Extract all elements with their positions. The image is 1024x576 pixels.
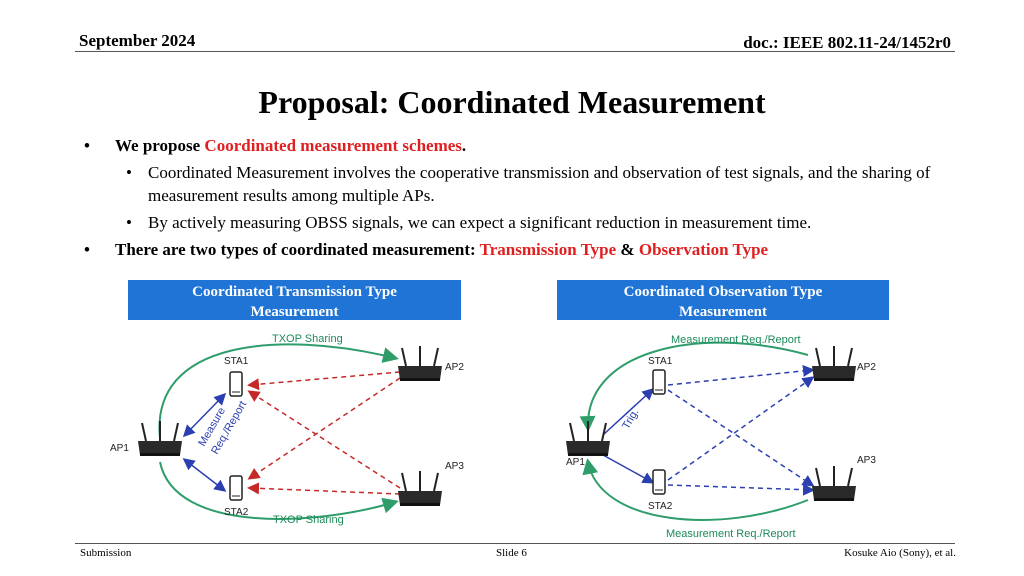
observation-type-subtitle: Measurement bbox=[678, 304, 768, 320]
observation-type-diagram: STA1 STA2 AP1 AP2 AP3 Measurement Req./R… bbox=[565, 334, 876, 540]
sta1-to-ap3-dashed bbox=[667, 389, 815, 487]
trig-label: Trig. bbox=[620, 407, 641, 432]
measure-arrow-sta2 bbox=[182, 458, 227, 492]
bullet-1-text: We propose bbox=[115, 136, 205, 155]
bullet-2-text: There are two types of coordinated measu… bbox=[115, 240, 480, 259]
observation-type-box: Coordinated Observation Type Measurement bbox=[557, 280, 889, 320]
txop-sharing-top-arrow bbox=[158, 343, 399, 439]
bullet-1-highlight: Coordinated measurement schemes bbox=[204, 136, 462, 155]
transmission-type-box: Coordinated Transmission Type Measuremen… bbox=[128, 280, 461, 320]
footer-submission: Submission bbox=[80, 547, 132, 559]
bullet-2: • There are two types of coordinated mea… bbox=[84, 238, 974, 261]
trig-arrow-sta2 bbox=[602, 454, 655, 484]
slide-title: Proposal: Coordinated Measurement bbox=[258, 84, 766, 120]
sub-bullet-2-text: By actively measuring OBSS signals, we c… bbox=[148, 213, 812, 232]
sta2-to-ap2-dashed bbox=[667, 376, 815, 481]
ap3-router-icon bbox=[397, 470, 443, 507]
right-sta2-label: STA2 bbox=[648, 501, 673, 512]
ap2-router-icon bbox=[397, 345, 443, 382]
sub-bullet-2: • By actively measuring OBSS signals, we… bbox=[84, 211, 974, 234]
bullet-2-highlight-1: Transmission Type bbox=[479, 240, 617, 259]
meas-req-bottom-arrow bbox=[582, 458, 809, 521]
right-ap3-label: AP3 bbox=[857, 455, 876, 466]
measure-arrow-sta1 bbox=[182, 392, 227, 438]
header-doc-id: doc.: IEEE 802.11-24/1452r0 bbox=[743, 33, 951, 52]
sub-bullet-1: • Coordinated Measurement involves the c… bbox=[84, 161, 974, 207]
ap2-to-sta2-dashed bbox=[247, 377, 401, 480]
bullet-list: • We propose Coordinated measurement sch… bbox=[84, 134, 974, 265]
txop-sharing-bottom-arrow bbox=[159, 461, 399, 520]
transmission-type-diagram: STA1 STA2 AP1 AP2 AP3 TXOP Sharing TXOP … bbox=[110, 333, 464, 526]
header-divider bbox=[75, 51, 955, 52]
right-sta1-label: STA1 bbox=[648, 356, 673, 367]
bullet-1: • We propose Coordinated measurement sch… bbox=[84, 134, 974, 157]
bullet-1-end: . bbox=[461, 136, 467, 155]
ap3-to-sta2-dashed bbox=[247, 482, 401, 495]
left-ap2-label: AP2 bbox=[445, 362, 464, 373]
footer-slide-number: Slide 6 bbox=[496, 547, 527, 559]
ap1-router-icon bbox=[137, 420, 183, 457]
bullet-2-highlight-2: Observation Type bbox=[638, 240, 769, 259]
left-txop-bottom-label: TXOP Sharing bbox=[273, 514, 344, 526]
sta2-phone-icon bbox=[652, 469, 666, 495]
transmission-type-subtitle: Measurement bbox=[250, 304, 339, 320]
trig-arrow-sta1 bbox=[602, 387, 655, 436]
left-ap3-label: AP3 bbox=[445, 461, 464, 472]
bullet-2-and: & bbox=[616, 240, 639, 259]
ap2-router-icon bbox=[811, 345, 857, 382]
transmission-type-title: Coordinated Transmission Type bbox=[192, 284, 397, 300]
right-ap1-label: AP1 bbox=[566, 457, 585, 468]
ap3-router-icon bbox=[811, 465, 857, 502]
ap3-to-sta1-dashed bbox=[247, 390, 401, 489]
meas-req-top-arrow bbox=[579, 341, 809, 432]
bullet-dot: • bbox=[84, 136, 90, 155]
bullet-dot: • bbox=[126, 163, 132, 182]
sub-bullet-1-text: Coordinated Measurement involves the coo… bbox=[148, 163, 931, 205]
ap1-router-icon bbox=[565, 420, 611, 457]
footer-divider bbox=[75, 543, 955, 544]
ap2-to-sta1-dashed bbox=[247, 371, 401, 391]
right-meas-bottom-label: Measurement Req./Report bbox=[666, 528, 796, 540]
observation-type-title: Coordinated Observation Type bbox=[623, 284, 823, 300]
sta2-phone-icon bbox=[229, 475, 243, 501]
sta1-phone-icon bbox=[229, 371, 243, 397]
right-ap2-label: AP2 bbox=[857, 362, 876, 373]
left-txop-top-label: TXOP Sharing bbox=[272, 333, 343, 345]
sta1-phone-icon bbox=[652, 369, 666, 395]
left-sta1-label: STA1 bbox=[224, 356, 249, 367]
bullet-dot: • bbox=[126, 213, 132, 232]
footer-author: Kosuke Aio (Sony), et al. bbox=[844, 547, 956, 559]
sta2-to-ap3-dashed bbox=[667, 483, 815, 496]
bullet-dot: • bbox=[84, 240, 90, 259]
left-ap1-label: AP1 bbox=[110, 443, 129, 454]
header-date: September 2024 bbox=[79, 31, 196, 50]
right-meas-top-label: Measurement Req./Report bbox=[671, 334, 801, 346]
sta1-to-ap2-dashed bbox=[667, 364, 815, 386]
left-sta2-label: STA2 bbox=[224, 507, 249, 518]
